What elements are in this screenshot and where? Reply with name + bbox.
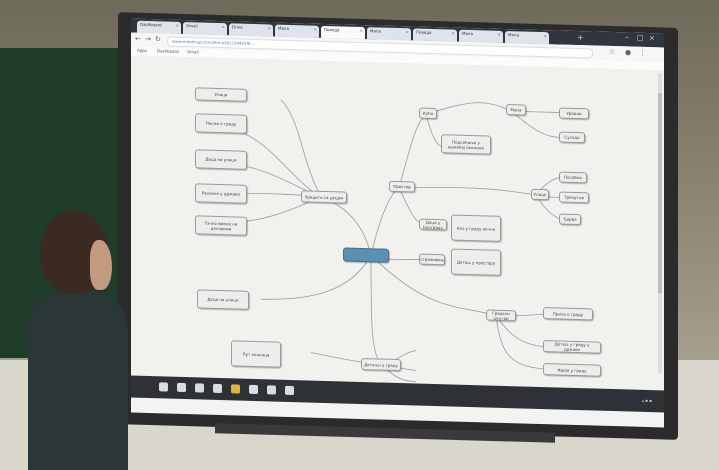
taskbar-app-icon[interactable]	[267, 385, 276, 395]
mindmap-node[interactable]: Градски центар	[486, 309, 516, 322]
connector	[370, 187, 400, 256]
mindmap-central-node[interactable]	[343, 247, 389, 263]
star-icon[interactable]: ☆	[609, 47, 616, 57]
maximize-icon[interactable]: □	[637, 33, 644, 42]
close-icon[interactable]: ×	[497, 31, 501, 37]
mindmap-node[interactable]: Посебно	[559, 171, 587, 184]
mindmap-node[interactable]: Улице	[531, 188, 549, 201]
mindmap-canvas[interactable]: Улица Писмо о граду Деца на улици Разлик…	[131, 55, 664, 391]
close-icon[interactable]: ×	[451, 30, 455, 36]
mindmap-node[interactable]: Деца на улици	[195, 149, 247, 170]
taskbar-app-icon[interactable]	[195, 383, 204, 393]
scroll-thumb[interactable]	[658, 93, 662, 294]
connector	[425, 102, 512, 115]
mindmap-node[interactable]: Кућа	[419, 107, 437, 120]
tab-label: Gmail	[186, 23, 198, 29]
mindmap-node[interactable]: Тренутно	[559, 191, 589, 204]
mindmap-node[interactable]: Деца у Београду	[419, 218, 447, 231]
system-tray[interactable]: ▴ ▪ ▪	[642, 397, 652, 404]
mindmap-node[interactable]: Суседи	[559, 131, 585, 144]
bookmark-apps[interactable]: Apps	[137, 47, 147, 54]
mindmap-node[interactable]: Детаљи у граду	[361, 357, 401, 372]
start-icon[interactable]	[159, 382, 168, 392]
mindmap-node[interactable]: Детаљ у граду у држави	[543, 340, 601, 354]
child-body	[28, 290, 128, 470]
close-icon[interactable]: ×	[313, 26, 317, 32]
forward-arrow-icon[interactable]: →	[145, 34, 151, 44]
mindmap-node[interactable]: Ђорђе	[559, 213, 581, 226]
taskbar-app-icon[interactable]	[177, 382, 186, 393]
bookmark-dashboard[interactable]: Dashboard	[157, 48, 179, 54]
child-face	[90, 240, 112, 290]
tab-label: Dashboard	[140, 21, 162, 28]
mindmap-node[interactable]: Детаљ у простору	[451, 248, 501, 276]
mindmap-node[interactable]: Истраживање	[419, 253, 445, 266]
projected-screen: Dashboard × Gmail × Drive × Мапа × Поведа × М…	[131, 18, 664, 428]
connector	[370, 254, 497, 317]
mindmap-node[interactable]: Деца на улици	[197, 289, 249, 310]
mindmap-node[interactable]: Тачно време на деловима	[195, 215, 247, 236]
tab-label: Мапа	[508, 32, 519, 38]
taskbar-app-icon[interactable]	[231, 384, 240, 394]
taskbar-app-icon[interactable]	[249, 384, 258, 395]
close-icon[interactable]: ×	[221, 24, 225, 30]
mindmap-node[interactable]: Идеје у граду	[543, 363, 601, 377]
connector	[398, 113, 427, 189]
tab-label: Drive	[232, 24, 243, 30]
mindmap-node[interactable]: Улица	[195, 87, 247, 102]
mindmap-node[interactable]: Мапа	[506, 104, 526, 116]
close-icon[interactable]: ×	[175, 22, 179, 28]
profile-icon[interactable]: ●	[625, 48, 632, 57]
reload-icon[interactable]: ↻	[155, 35, 161, 44]
menu-icon[interactable]: ⋮	[639, 48, 646, 57]
tab-label: Мапа	[278, 25, 289, 31]
tab-label: Поведа	[416, 29, 432, 35]
child-figure	[28, 210, 138, 470]
connector	[495, 315, 547, 370]
close-icon[interactable]: ×	[405, 29, 409, 35]
mindmap-node[interactable]: Писмо о граду	[195, 113, 247, 134]
new-tab-icon[interactable]: +	[577, 33, 584, 43]
tab-label: Мапа	[370, 28, 381, 34]
close-icon[interactable]: ×	[267, 25, 271, 31]
tab-label: Поведа	[324, 26, 340, 33]
back-arrow-icon[interactable]: ←	[135, 34, 141, 43]
mindmap-node[interactable]: Подсећање у важећој околини	[441, 134, 491, 155]
mindmap-node[interactable]: Простор	[389, 180, 415, 193]
taskbar-app-icon[interactable]	[285, 385, 294, 396]
minimize-icon[interactable]: –	[625, 33, 629, 42]
mindmap-node[interactable]: Уредно	[559, 107, 589, 120]
tab-label: Мапа	[462, 30, 473, 37]
mindmap-node[interactable]: Прича о граду	[543, 307, 593, 321]
taskbar-app-icon[interactable]	[213, 383, 222, 394]
close-icon[interactable]: ×	[543, 33, 547, 39]
connector	[320, 196, 372, 256]
connector	[280, 99, 322, 198]
mindmap-node[interactable]: Пут коцкица	[231, 340, 281, 368]
close-icon[interactable]: ×	[359, 27, 363, 34]
bookmark-gmail[interactable]: Gmail	[187, 49, 199, 55]
connector	[398, 186, 537, 196]
mindmap-node[interactable]: Урадити са децом	[301, 190, 347, 204]
mindmap-node[interactable]: Ако у граду вечни	[451, 214, 501, 242]
connector	[260, 255, 372, 300]
close-window-icon[interactable]: ×	[649, 34, 655, 43]
connector	[370, 255, 382, 365]
mindmap-node[interactable]: Разлике у држави	[195, 183, 247, 204]
